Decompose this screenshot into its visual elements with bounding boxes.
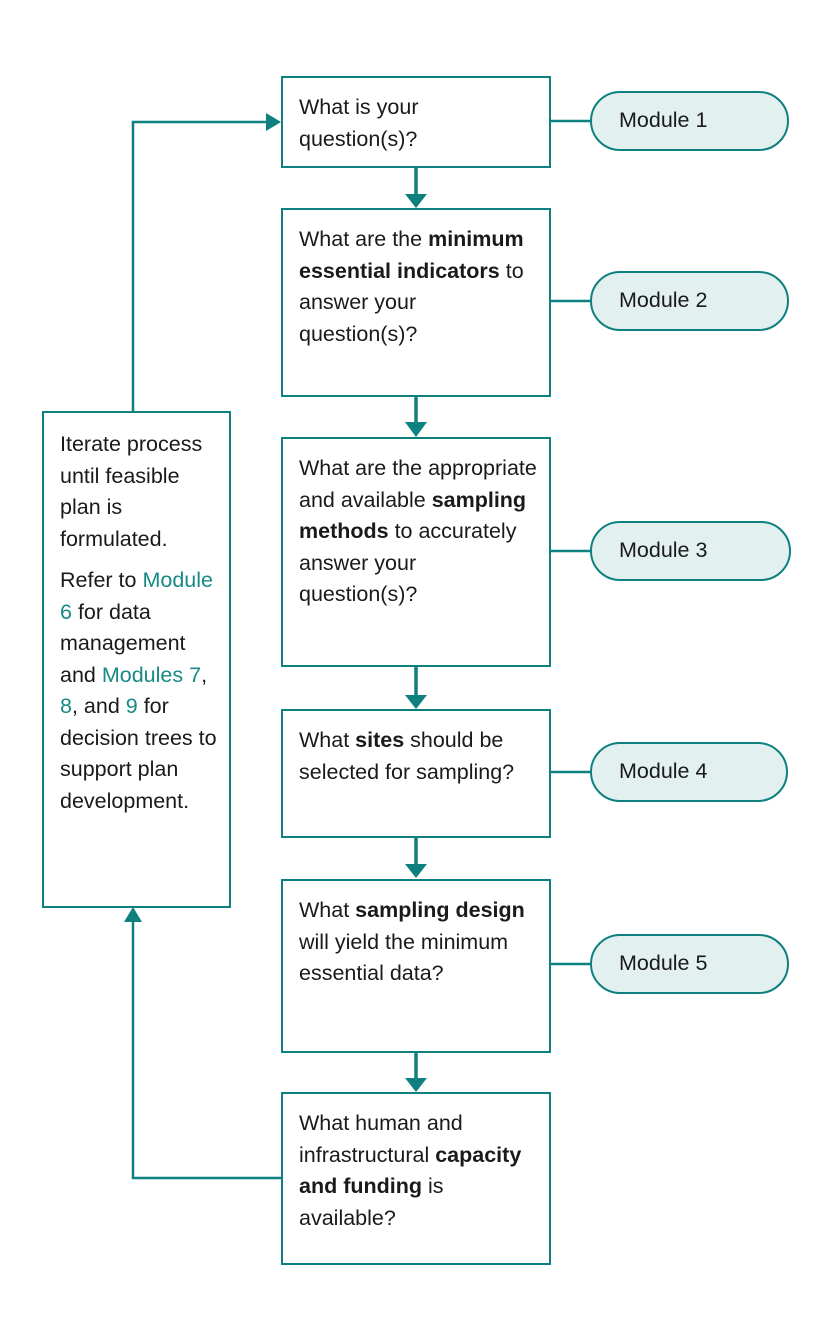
module-8-link[interactable]: 8 [60, 694, 72, 718]
module-3-pill[interactable]: Module 3 [590, 521, 791, 581]
loop-top-line [131, 120, 268, 412]
loop-bottom-arrowhead [124, 907, 142, 922]
step-4-sites-box: What sites should be selected for sampli… [281, 709, 551, 838]
arrow-2-3-head [405, 422, 427, 437]
loop-top-arrowhead [266, 113, 281, 131]
step-1-question-box: What is your question(s)? [281, 76, 551, 168]
module-5-pill[interactable]: Module 5 [590, 934, 789, 994]
loop-bottom-line [131, 918, 282, 1180]
iterate-note-box: Iterate process until feasible plan is f… [42, 411, 231, 908]
module-6-link[interactable]: Module 6 [60, 568, 213, 624]
step-2-keyword: minimum essential indicators [299, 227, 524, 283]
module-4-pill[interactable]: Module 4 [590, 742, 788, 802]
module-2-pill[interactable]: Module 2 [590, 271, 789, 331]
step-5-keyword: sampling design [355, 898, 525, 922]
step-3-methods-box: What are the appropriate and available s… [281, 437, 551, 667]
arrow-4-5-head [405, 864, 427, 878]
reference-text: Refer to Module 6 for data management an… [60, 568, 217, 813]
module-9-link[interactable]: 9 [125, 694, 138, 718]
step-1-text: What is your question(s)? [299, 95, 419, 151]
step-3-keyword: sampling methods [299, 487, 527, 544]
arrow-3-4-head [405, 695, 427, 709]
iterate-text: Iterate process until feasible plan is f… [60, 432, 203, 551]
step-2-indicators-box: What are the minimum essential indicator… [281, 208, 551, 397]
arrow-1-2-head [405, 194, 427, 208]
step-6-keyword: capacity and funding [299, 1142, 522, 1199]
arrow-5-6-head [405, 1078, 427, 1092]
step-5-design-box: What sampling design will yield the mini… [281, 879, 551, 1053]
module-1-pill[interactable]: Module 1 [590, 91, 789, 151]
modules-7-link[interactable]: Modules 7 [101, 662, 202, 687]
step-6-capacity-box: What human and infrastructural capacity … [281, 1092, 551, 1265]
step-4-keyword: sites [355, 728, 405, 752]
